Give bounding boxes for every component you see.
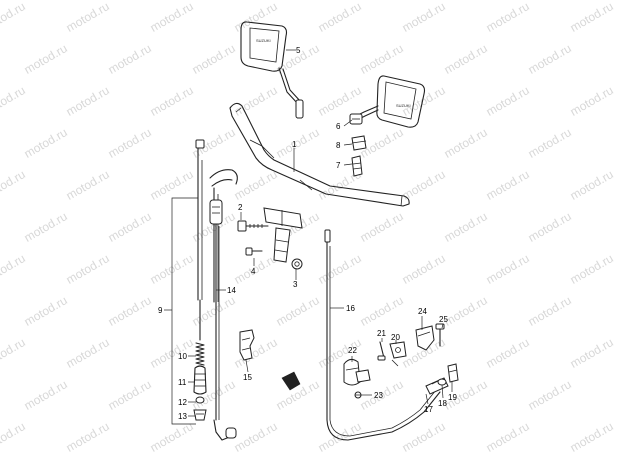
callout-16: 16 — [346, 304, 355, 313]
mirror-emblem-right: SUZUKI — [396, 103, 411, 108]
callout-9: 9 — [158, 306, 163, 315]
mirror-right: SUZUKI — [349, 75, 426, 128]
bolt-25 — [435, 323, 445, 347]
callout-5: 5 — [296, 46, 301, 55]
cable-16 — [324, 229, 441, 441]
callout-24: 24 — [418, 307, 427, 316]
mirror-bracket — [351, 135, 367, 177]
mirror-left: SUZUKI — [240, 21, 304, 119]
callout-4: 4 — [251, 267, 256, 276]
callout-22: 22 — [348, 346, 357, 355]
clutch-cable-14 — [209, 199, 237, 441]
callout-10: 10 — [178, 352, 187, 361]
part-18-19 — [437, 363, 459, 386]
part-20 — [389, 341, 407, 367]
callout-6: 6 — [336, 122, 341, 131]
callout-19: 19 — [448, 393, 457, 402]
direction-arrow — [281, 371, 301, 391]
callout-8: 8 — [336, 141, 341, 150]
bolt-2 — [237, 220, 269, 232]
callout-21: 21 — [377, 329, 386, 338]
callout-7: 7 — [336, 161, 341, 170]
callout-20: 20 — [391, 333, 400, 342]
callout-18: 18 — [438, 399, 447, 408]
callout-14: 14 — [227, 286, 236, 295]
callout-13: 13 — [178, 412, 187, 421]
switch-22 — [343, 358, 371, 386]
mirror-emblem-left: SUZUKI — [256, 38, 271, 43]
callout-15: 15 — [243, 373, 252, 382]
bracket-24 — [415, 325, 435, 351]
throttle-cable-9 — [193, 139, 207, 421]
leader-lines — [164, 49, 453, 425]
bolt-4 — [245, 247, 263, 256]
nut-3 — [291, 258, 303, 270]
screw-21 — [377, 341, 386, 361]
callout-2: 2 — [238, 203, 243, 212]
callout-17: 17 — [424, 405, 433, 414]
throttle-cable-upper — [209, 169, 238, 303]
callout-25: 25 — [439, 315, 448, 324]
callout-23: 23 — [374, 391, 383, 400]
handlebar — [229, 102, 410, 263]
callout-12: 12 — [178, 398, 187, 407]
callout-3: 3 — [293, 280, 298, 289]
callout-1: 1 — [292, 140, 297, 149]
callout-11: 11 — [178, 378, 187, 387]
clamp-15 — [239, 329, 255, 361]
